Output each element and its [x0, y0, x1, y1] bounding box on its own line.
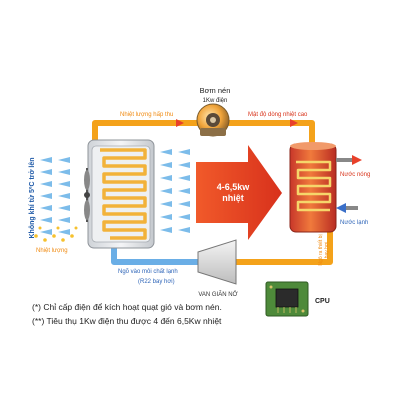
footnote-1: (*) Chỉ cấp điện để kích hoạt quạt gió v… — [32, 302, 222, 312]
label-hot-water: Nước nóng — [340, 172, 370, 178]
heat-output-unit: nhiệt — [222, 193, 244, 203]
heat-particles-left — [34, 226, 78, 242]
label-high-heat-density: Mật độ dòng nhiệt cao — [248, 112, 308, 118]
air-inflow-arrows — [40, 157, 70, 235]
cpu-board — [265, 281, 309, 317]
water-tank — [289, 142, 337, 233]
hot-pipe-to-tank — [228, 120, 315, 146]
compressor-title: Bơm nén — [200, 86, 231, 95]
footnote-2: (**) Tiêu thụ 1Kw điện thu được 4 đến 6,… — [32, 316, 222, 326]
label-refrigerant-state: (R22 bay hơi) — [138, 279, 175, 285]
flow-arrow-top — [176, 119, 184, 127]
cold-pipe-valve-to-evaporator — [111, 247, 198, 265]
heat-output-value: 4-6,5kw — [217, 182, 251, 192]
fan-icon — [84, 168, 90, 222]
label-cold-water: Nước lạnh — [340, 220, 368, 226]
tank-coil — [296, 160, 332, 212]
label-hot-outlet-state: bay hơi — [324, 242, 330, 259]
label-expansion-valve: VAN GIÃN NỞ — [198, 291, 237, 298]
compressor-icon — [196, 103, 230, 137]
heat-transfer-arrow — [196, 145, 282, 240]
label-heat-quantity: Nhiệt lượng — [36, 248, 68, 254]
cold-water-arrow — [336, 203, 346, 213]
air-outflow-arrows — [160, 149, 190, 233]
label-air-temperature: Không khí từ 5ºC trở lên — [29, 157, 36, 238]
flow-arrow-right — [290, 119, 298, 127]
evaporator-coil — [100, 148, 147, 240]
label-hot-outlet: Ngõ ra thiết bị — [318, 234, 324, 265]
hot-water-arrow — [352, 155, 362, 165]
label-refrigerant-in: Ngõ vào môi chất lạnh — [118, 269, 178, 275]
expansion-valve — [197, 239, 237, 285]
hot-pipe-tank-to-valve — [236, 230, 333, 265]
compressor-power: 1Kw điện — [203, 98, 228, 104]
label-heat-absorbed: Nhiệt lượng hấp thu — [120, 112, 173, 118]
label-cpu: CPU — [315, 298, 330, 305]
